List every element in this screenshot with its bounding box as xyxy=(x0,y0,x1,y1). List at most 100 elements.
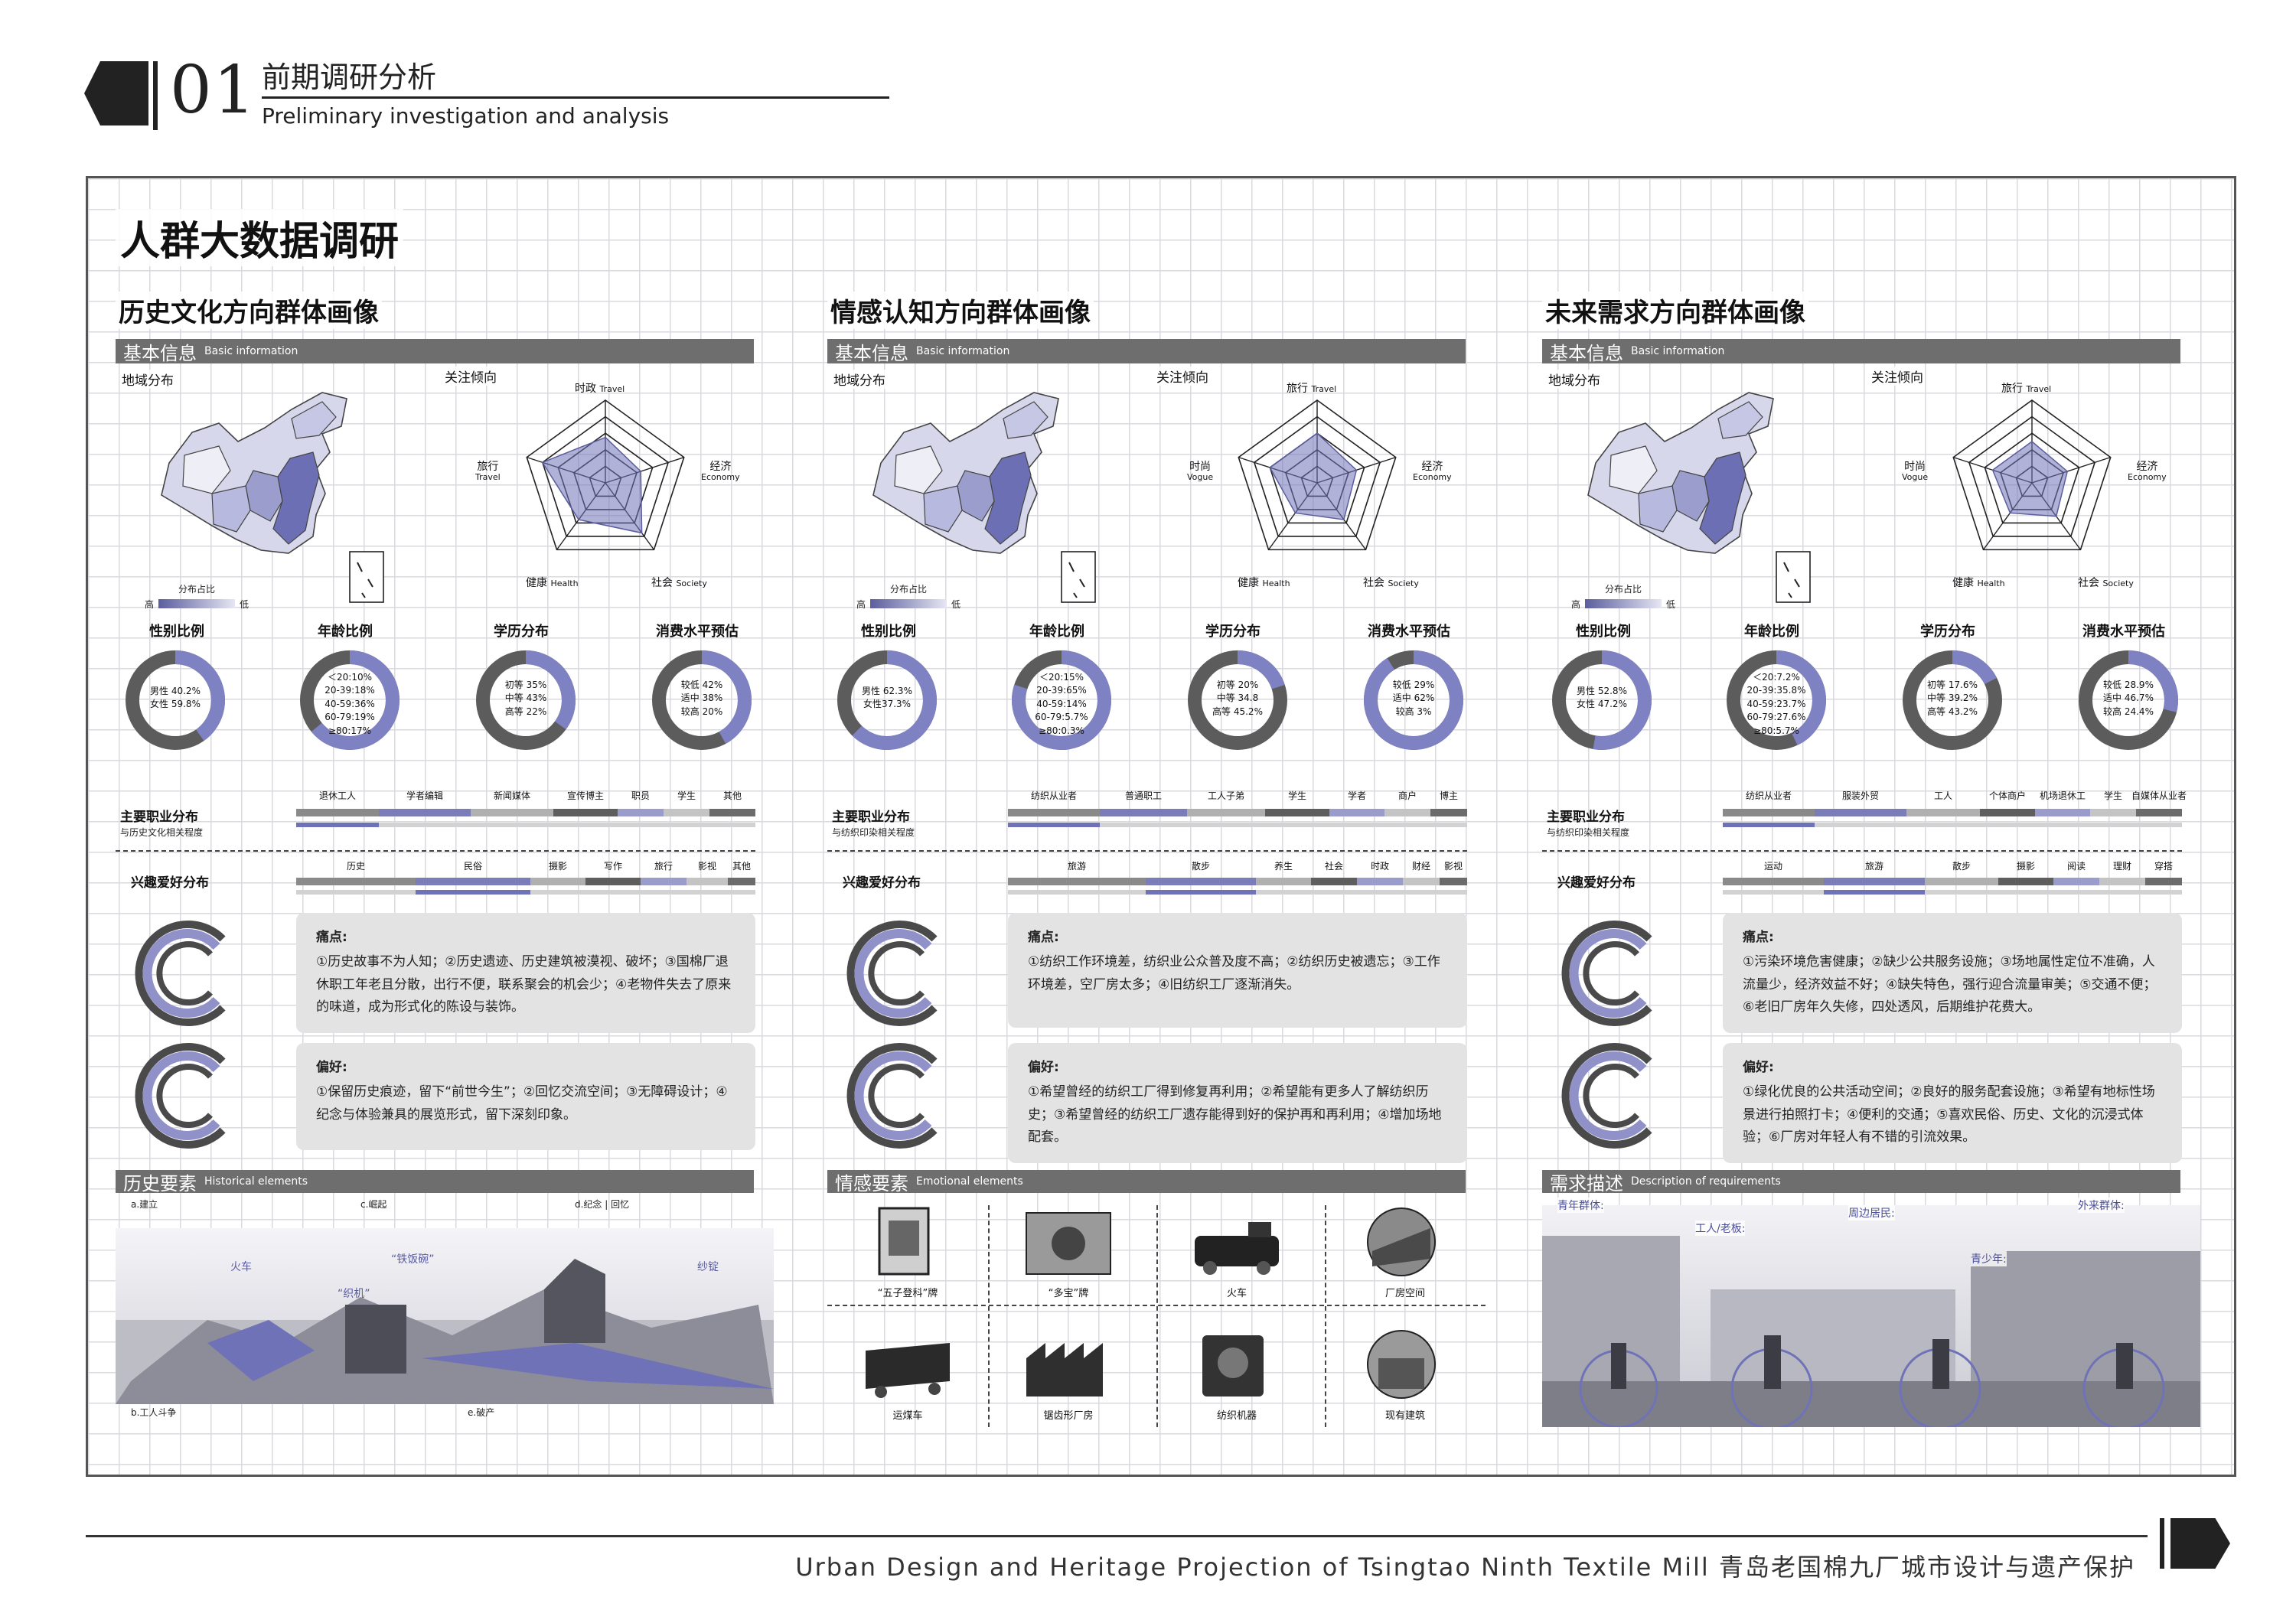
bar-segment xyxy=(1925,878,1998,885)
requirement-callout: 外来群体: xyxy=(2078,1198,2125,1213)
legend-gradient xyxy=(870,599,947,608)
focus-label: 关注倾向 xyxy=(1156,367,1208,386)
radar-grid-ring xyxy=(1238,399,1397,551)
radar-label-top: 时政 Travel xyxy=(575,383,625,395)
bar-segment xyxy=(1146,878,1256,885)
emotional-item-image xyxy=(1026,1212,1111,1275)
bar-segment xyxy=(2136,809,2182,816)
basic-info-band: 基本信息 Basic information xyxy=(827,339,1466,364)
emotional-item-caption: “多宝”牌 xyxy=(1048,1288,1089,1299)
occupation-bar-accent xyxy=(296,823,755,827)
radar-label-bottom-left: 健康 Health xyxy=(1952,577,2005,589)
bar-accent-segment xyxy=(1311,890,1357,895)
bar-segment xyxy=(2053,878,2099,885)
radar-value-area xyxy=(1269,432,1358,520)
bar-segment-label: 历史 xyxy=(346,861,366,872)
bar-segment xyxy=(553,809,618,816)
consume-value-line: 适中 38% xyxy=(680,693,723,704)
consume-value-line: 适中 46.7% xyxy=(2103,693,2154,704)
age-title: 年龄比例 xyxy=(1744,624,1799,640)
focus-radar-chart xyxy=(1238,399,1397,551)
occupation-subtitle: 与历史文化相关程度 xyxy=(120,827,204,838)
edu-value-line: 高等 43.2% xyxy=(1927,706,1978,717)
donut-value-arc xyxy=(2079,650,2178,750)
requirement-callout: 青少年: xyxy=(1971,1251,2007,1266)
radar-label-bottom-right: 社会 Society xyxy=(2078,577,2134,589)
section-number: 01 xyxy=(170,52,257,129)
history-tag: 火车 xyxy=(230,1261,252,1273)
preference-arc-icon xyxy=(135,1043,226,1149)
grid-divider xyxy=(1156,1205,1158,1427)
bar-accent-segment xyxy=(1384,823,1430,827)
bar-segment-label: 学生 xyxy=(1287,790,1307,801)
bar-accent-segment xyxy=(1906,823,1980,827)
bar-segment xyxy=(1100,809,1187,816)
bar-segment-label: 纺织从业者 xyxy=(1030,790,1078,801)
bar-segment xyxy=(1723,878,1824,885)
bottom-band-subtitle: Historical elements xyxy=(204,1175,308,1188)
radar-label-bottom-left: 健康 Health xyxy=(526,577,579,589)
grid-divider xyxy=(1325,1205,1326,1427)
bar-segment xyxy=(1440,878,1467,885)
bar-segment xyxy=(296,878,416,885)
consume-value-line: 较高 20% xyxy=(680,706,723,717)
edu-donut xyxy=(476,650,576,750)
pain-text: ①污染环境危害健康；②缺少公共服务设施；③场地属性定位不准确，人流量少，经济效益… xyxy=(1743,953,2157,1015)
legend-title: 分布占比 xyxy=(178,584,216,595)
preference-text: ①希望曾经的纺织工厂得到修复再利用；②希望能有更多人了解纺织历史；③希望曾经的纺… xyxy=(1028,1084,1442,1146)
bar-segment xyxy=(709,809,755,816)
band-subtitle: Basic information xyxy=(1631,345,1725,357)
bar-segment xyxy=(1265,809,1329,816)
consume-values: 较低 28.9%适中 46.7%较高 24.4% xyxy=(2082,679,2174,719)
bar-accent-segment xyxy=(1815,823,1906,827)
header-bar xyxy=(153,61,158,130)
occupation-bar xyxy=(1723,809,2182,816)
age-title: 年龄比例 xyxy=(1029,624,1084,640)
gender-donut xyxy=(837,650,937,750)
column-title: 历史文化方向群体画像 xyxy=(116,292,382,329)
gender-title: 性别比例 xyxy=(149,624,204,640)
age-value-line: ≥80:5.7% xyxy=(1753,725,1799,736)
bar-accent-segment xyxy=(1265,823,1329,827)
bar-accent-segment xyxy=(2145,890,2182,895)
bar-segment-label: 工人 xyxy=(1933,790,1953,801)
hobby-bar-accent xyxy=(1723,890,2182,895)
age-title: 年龄比例 xyxy=(318,624,373,640)
map-label: 地域分布 xyxy=(122,370,174,389)
age-value-line: 20-39:65% xyxy=(1036,685,1087,696)
age-value-line: ≥80:0.3% xyxy=(1039,725,1084,736)
bar-segment-label: 新闻媒体 xyxy=(493,790,531,801)
preference-arc-icon xyxy=(846,1043,938,1149)
donut-value-arc xyxy=(1364,650,1463,750)
pain-points-box: 痛点: ①污染环境危害健康；②缺少公共服务设施；③场地属性定位不准确，人流量少，… xyxy=(1723,913,2182,1033)
age-value-line: ＜20:7.2% xyxy=(1753,672,1800,683)
legend-low: 低 xyxy=(1666,599,1676,610)
focus-radar-chart xyxy=(526,399,685,551)
bar-segment xyxy=(1723,809,1815,816)
legend-gradient xyxy=(158,599,235,608)
china-map xyxy=(872,392,1096,603)
consume-value-line: 较高 24.4% xyxy=(2103,706,2154,717)
pain-arc-icon xyxy=(135,921,226,1026)
bar-segment-label: 学者编辑 xyxy=(406,790,444,801)
bar-accent-segment xyxy=(1403,890,1440,895)
bar-segment-label: 退休工人 xyxy=(318,790,357,801)
bar-segment xyxy=(641,878,687,885)
edu-title: 学历分布 xyxy=(494,624,549,640)
emotional-item-caption: 火车 xyxy=(1226,1288,1247,1299)
bar-segment xyxy=(687,878,728,885)
bar-segment-label: 穿搭 xyxy=(2154,861,2174,872)
persona-column-3: 未来需求方向群体画像 基本信息 Basic information 地域分布 分… xyxy=(1542,178,2216,1475)
bar-segment-label: 职员 xyxy=(631,790,651,801)
bar-segment-label: 摄影 xyxy=(548,861,568,872)
bar-accent-segment xyxy=(1925,890,1998,895)
legend-title: 分布占比 xyxy=(1605,584,1642,595)
history-stage-label: b.工人斗争 xyxy=(131,1407,177,1418)
bar-segment-label: 时政 xyxy=(1370,861,1390,872)
legend-high: 高 xyxy=(145,599,155,610)
